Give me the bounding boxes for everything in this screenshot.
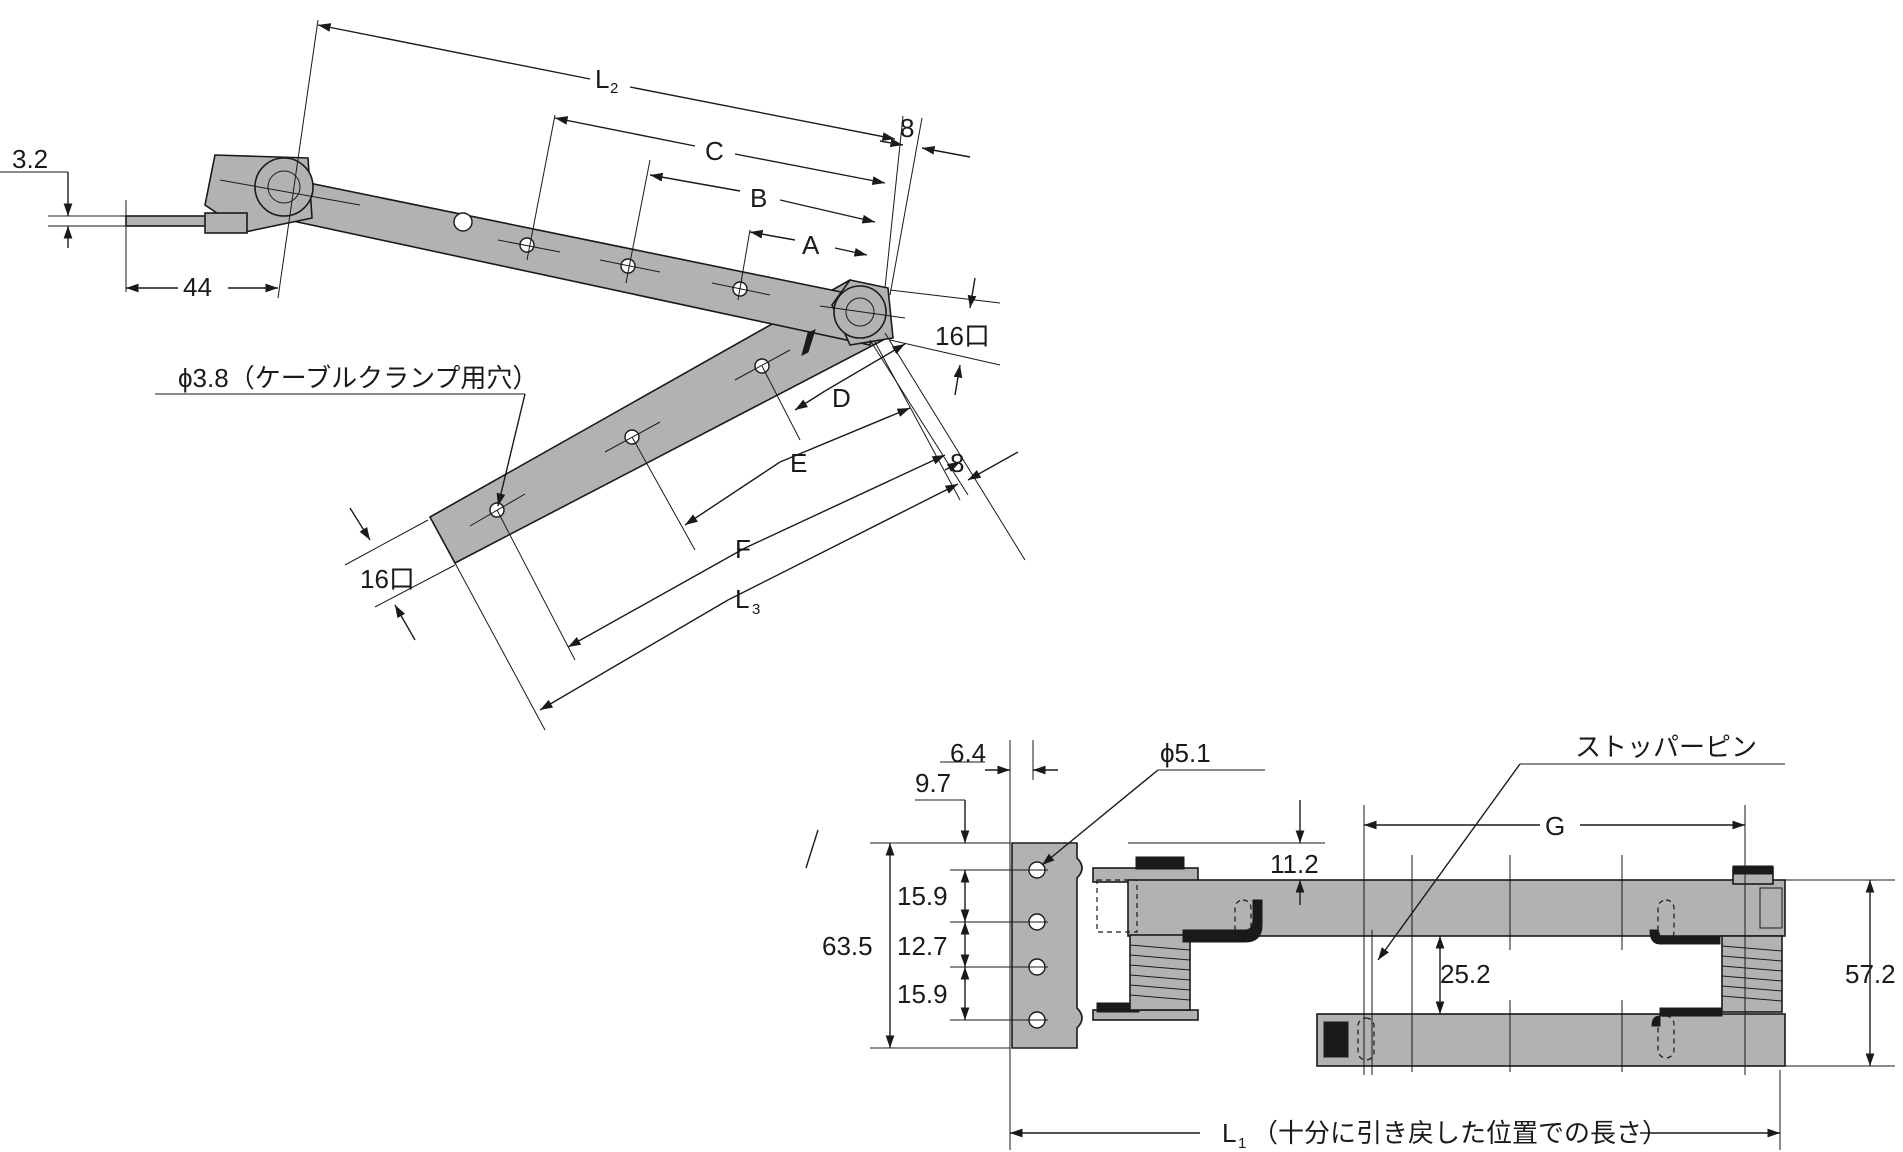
mounting-plate [1011, 842, 1083, 1049]
side-view: 6.4 9.7 ϕ5.1 ストッパーピン G 11.2 15.9 12.7 15… [805, 732, 1896, 1152]
label-57-2: 57.2 [1845, 959, 1896, 989]
label-L1-sub: 1 [1238, 1135, 1246, 1152]
right-spring-hook-top [1649, 929, 1721, 945]
label-dim-B: B [750, 183, 767, 213]
lower-bar-block [1323, 1021, 1349, 1058]
pivot-circle-left [254, 157, 314, 217]
label-L1: L [1222, 1118, 1236, 1148]
right-spring [1721, 935, 1783, 1013]
label-L1-note: （十分に引き戻した位置での長さ） [1252, 1118, 1668, 1148]
label-dim-8-top: 8 [900, 113, 914, 143]
label-L2-sub: 2 [610, 80, 618, 97]
label-offset-44: 44 [183, 272, 212, 302]
pivot-inner-right [845, 297, 875, 327]
label-25-2: 25.2 [1440, 959, 1491, 989]
label-hole-5-1: ϕ5.1 [1160, 738, 1211, 768]
lower-bar [1316, 1013, 1786, 1067]
label-dim-G: G [1545, 811, 1565, 841]
label-dim-A: A [802, 230, 820, 260]
end-rod-block [204, 212, 248, 234]
upper-bar-endcap [1759, 887, 1783, 929]
spring-hook [801, 329, 816, 356]
label-15-9-upper: 15.9 [897, 881, 948, 911]
upper-arm-holes [497, 237, 771, 297]
label-square-16-right: 16口 [935, 321, 990, 351]
label-thickness-3-2: 3.2 [12, 144, 48, 174]
left-spring [1129, 934, 1191, 1011]
label-dim-F: F [735, 534, 751, 564]
label-11-2: 11.2 [1270, 849, 1319, 879]
pivot-inner-left [267, 170, 301, 204]
upper-bar [1127, 879, 1786, 937]
label-dim-C: C [705, 136, 724, 166]
label-dim-E: E [790, 448, 807, 478]
label-L2: L [595, 64, 609, 94]
cable-clamp-hole [453, 212, 473, 232]
side-mark [805, 829, 819, 869]
label-stopper-pin: ストッパーピン [1575, 732, 1757, 762]
upper-arm [264, 174, 881, 346]
label-15-9-lower: 15.9 [897, 979, 948, 1009]
label-square-16-left: 16口 [360, 564, 415, 594]
label-L3: L [735, 584, 749, 614]
label-12-7: 12.7 [897, 931, 948, 961]
label-L3-sub: 3 [752, 601, 760, 618]
label-63-5: 63.5 [822, 931, 873, 961]
label-dim-8-mid: 8 [950, 448, 964, 478]
left-spring-hook [1182, 899, 1263, 943]
top-clamp [1135, 856, 1185, 870]
right-top-clamp [1732, 865, 1774, 875]
top-view: 3.2 44 L 2 C B A 8 16口 8 D E F L 3 16口 ϕ… [0, 19, 1026, 731]
label-6-4: 6.4 [950, 738, 986, 768]
right-spring-hook-bottom [1651, 1007, 1723, 1027]
label-cable-clamp-hole: ϕ3.8（ケーブルクランプ用穴） [178, 363, 538, 393]
label-dim-D: D [832, 383, 851, 413]
label-9-7: 9.7 [915, 768, 951, 798]
